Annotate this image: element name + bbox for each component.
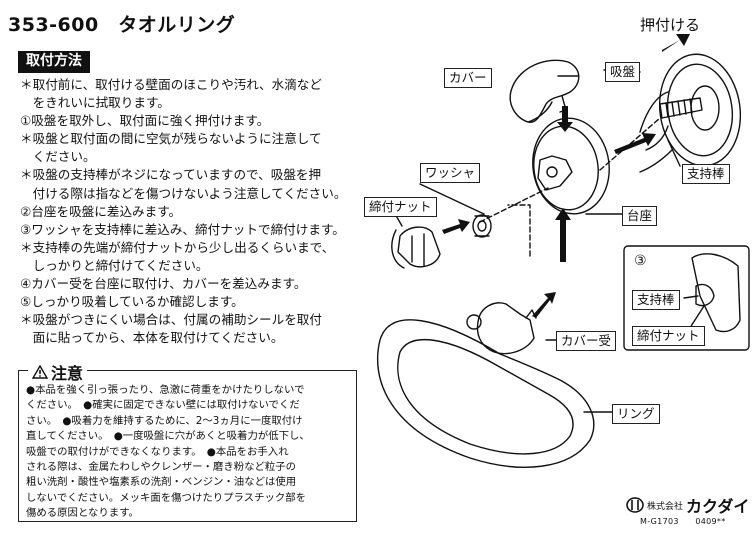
caution-line: さい。 ●吸着力を維持するために、2～3ヵ月に一度取付け [26, 414, 303, 427]
caution-line: 吸盤での取付けができなくなります。 ●本品をお手入れ [26, 445, 289, 458]
install-line: ＊取付前に、取付ける壁面のほこりや汚れ、水滴など [20, 77, 322, 92]
caution-line: しないでください。メッキ面を傷つけたりプラスチック部を [26, 491, 307, 504]
warning-icon [32, 365, 48, 379]
install-line: ＊吸盤の支持棒がネジになっていますので、吸盤を押 [20, 167, 322, 183]
push-label: 押付ける [640, 16, 701, 34]
label-suction-cup: 吸盤 [605, 62, 641, 82]
caution-line: ●本品を強く引っ張ったり、急激に荷重をかけたりしないで [26, 384, 305, 396]
caution-line: される際は、金属たわしやクレンザー・磨き粉など粒子の [26, 461, 297, 474]
cover-shape [509, 59, 580, 123]
install-line: ④カバー受を台座に取付け、カバーを差込みます。 [20, 276, 307, 292]
label-nut: 締付ナット [364, 197, 437, 217]
caution-line: ください。 ●確実に固定できない壁には取付けないでくだ [26, 399, 300, 412]
arrow-cover-down [557, 106, 573, 132]
label-washer: ワッシャ [420, 163, 481, 183]
caution-heading-text: 注意 [51, 364, 84, 383]
install-line: ⑤しっかり吸着しているか確認します。 [20, 294, 244, 310]
install-line: 付ける際は指などを傷つけないよう注意してください。 [20, 185, 347, 201]
document-code: M-G1703 0409** [640, 517, 726, 526]
label-cover-holder: カバー受 [556, 331, 617, 351]
kakudai-logo-icon [626, 497, 644, 513]
install-line: ＊吸盤と取付面の間に空気が残らないように注意して [20, 131, 322, 147]
install-line: ください。 [20, 149, 96, 165]
install-line: ＊支持棒の先端が締付ナットから少し出るくらいまで、 [20, 239, 335, 255]
arrow-holder-up [555, 208, 571, 262]
detail-label-rod: 支持棒 [632, 290, 680, 310]
detail-step-number: ③ [634, 253, 647, 269]
arrow-base-right [614, 133, 656, 154]
install-line: ＊吸盤がつきにくい場合は、付属の補助シールを取付 [20, 312, 322, 328]
brand-name: カクダイ [686, 497, 750, 516]
install-line: ②台座を吸盤に差込みます。 [20, 203, 182, 219]
install-steps: ＊取付前に、取付ける壁面のほこりや汚れ、水滴など をきれいに拭取ります。 ①吸盤… [20, 76, 360, 347]
label-cover: カバー [444, 68, 492, 88]
caution-line: 粗い洗剤・酸性や塩素系の洗剤・ベンジン・油などは使用 [26, 476, 297, 489]
install-line: ③ワッシャを支持棒に差込み、締付ナットで締付けます。 [20, 221, 345, 237]
ring-shape [376, 319, 595, 468]
push-arrow [662, 34, 690, 52]
product-title: 353-600 タオルリング [8, 14, 236, 36]
brand-logo: 株式会社 カクダイ [626, 493, 749, 517]
install-line: しっかりと締付けてください。 [20, 257, 209, 273]
label-base: 台座 [622, 206, 658, 226]
caution-box [18, 370, 357, 522]
nut-shape [397, 226, 441, 268]
install-line: をきれいに拭取ります。 [20, 95, 170, 111]
install-line: 面に貼ってから、本体を取付けてください。 [20, 330, 284, 346]
brand-company-prefix: 株式会社 [647, 501, 684, 512]
cover-holder-shape [476, 302, 535, 355]
label-ring: リング [612, 404, 660, 424]
install-heading: 取付方法 [18, 51, 90, 73]
washer-shape [472, 214, 492, 238]
caution-line: 直してください。 ●一度吸盤に穴があくと吸着力が低下し、 [26, 430, 310, 443]
arrow-washer-right [442, 219, 470, 234]
caution-line: 傷める原因となります。 [26, 507, 139, 520]
caution-heading: 注意 [28, 360, 88, 384]
arrow-holder-side [532, 292, 556, 318]
detail-label-nut: 締付ナット [632, 326, 705, 346]
install-line: ①吸盤を取外し、取付面に強く押付けます。 [20, 113, 270, 129]
label-rod: 支持棒 [682, 164, 730, 184]
caution-text: ●本品を強く引っ張ったり、急激に荷重をかけたりしないで ください。 ●確実に固定… [26, 383, 352, 522]
